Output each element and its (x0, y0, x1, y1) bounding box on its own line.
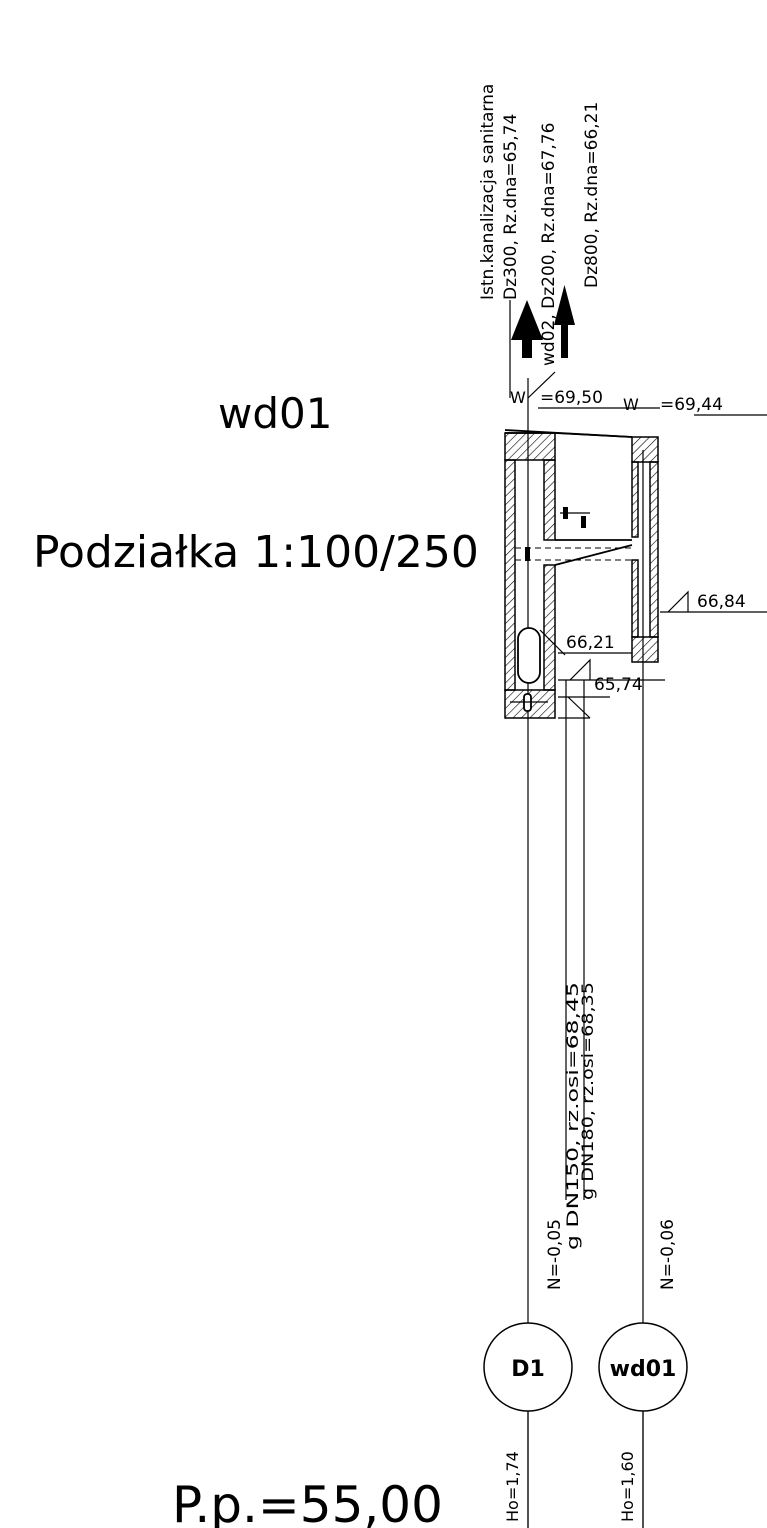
arrow-up-icon (554, 285, 575, 358)
chamber-left (504, 432, 556, 719)
reference-level: P.p.=55,00 (172, 1476, 443, 1528)
w-symbol-left: W (510, 388, 526, 407)
node-id-wd01: wd01 (610, 1357, 677, 1382)
node-id-d1: D1 (511, 1357, 545, 1382)
level-6684: 66,84 (697, 592, 746, 612)
pipe-label-1: g DN150, rz.osi=68,45 (563, 982, 582, 1250)
arrow-up-icon (511, 300, 543, 358)
w-value-left: =69,50 (540, 388, 603, 408)
sewer-label-2: Dz300, Rz.dna=65,74 (501, 114, 521, 300)
node-n-label-wd01: N=-0,06 (658, 1219, 678, 1290)
sewer-label-3: wd02, Dz200, Rz.dna=67,76 (539, 123, 559, 366)
manhole-oval (517, 627, 541, 684)
w-symbol-right: W (623, 395, 639, 414)
object-name: wd01 (218, 389, 332, 438)
inner-element (581, 516, 586, 528)
level-marker-6574 (558, 658, 665, 719)
sewer-label-4: Dz800, Rz.dna=66,21 (582, 102, 602, 288)
node-n-label-d1: N=-0,05 (545, 1219, 565, 1290)
w-value-right: =69,44 (660, 395, 723, 415)
chamber-right (631, 436, 659, 663)
node-ho-label-d1: Ho=1,74 (503, 1451, 522, 1522)
chamber-roof (504, 429, 633, 438)
inner-element (525, 547, 530, 561)
pipe-label-2: g DN180, rz.osi=68,35 (578, 982, 597, 1200)
sewer-label-1: Istn.kanalizacja sanitarna (478, 84, 498, 300)
level-6621: 66,21 (566, 633, 615, 653)
scale-label: Podziałka 1:100/250 (33, 527, 479, 578)
node-ho-label-wd01: Ho=1,60 (618, 1451, 637, 1522)
level-marker-6684 (660, 590, 767, 613)
level-6574: 65,74 (594, 675, 643, 695)
leader-line (527, 371, 556, 399)
level-marker-6621 (539, 629, 632, 656)
